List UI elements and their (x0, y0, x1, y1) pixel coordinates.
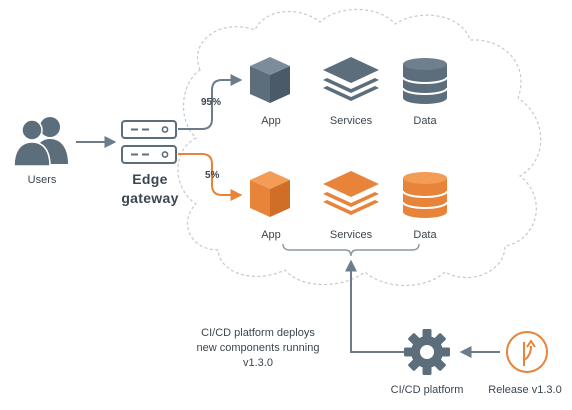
current-app-label: App (261, 115, 281, 127)
cicd-label: CI/CD platform (390, 384, 464, 396)
gateway-label-line1: Edge (132, 171, 168, 187)
deploy-note-line2: new components running (196, 342, 320, 354)
gateway-label-line2: gateway (121, 190, 179, 206)
deploy-note-line1: CI/CD platform deploys (201, 327, 315, 339)
server-icon (121, 120, 177, 164)
current-services-label: Services (329, 115, 373, 127)
deploy-arrow (345, 259, 404, 353)
layers-icon (323, 171, 379, 215)
database-icon (402, 172, 448, 218)
route-current-arrow (178, 74, 243, 130)
database-icon (402, 58, 448, 104)
deploy-note-line3: v1.3.0 (243, 357, 273, 369)
gateway-label: Edge gateway (121, 170, 178, 208)
new-app-label: App (261, 229, 281, 241)
new-data-label: Data (413, 229, 437, 241)
route-current-percent: 95% (201, 97, 222, 108)
cloud-boundary (177, 8, 542, 287)
current-data-label: Data (413, 115, 437, 127)
cube-icon (250, 57, 290, 103)
release-label: Release v1.3.0 (488, 384, 562, 396)
users-icon (13, 117, 68, 167)
route-new-percent: 5% (205, 170, 220, 181)
users-label: Users (27, 174, 57, 186)
git-branch-icon (506, 331, 548, 373)
gear-icon (404, 329, 450, 375)
deploy-note: CI/CD platform deploys new components ru… (197, 326, 320, 371)
layers-icon (323, 57, 379, 101)
new-services-label: Services (329, 229, 373, 241)
cube-icon (250, 171, 290, 217)
route-new-arrow (178, 153, 243, 201)
new-components-bracket (282, 243, 420, 257)
